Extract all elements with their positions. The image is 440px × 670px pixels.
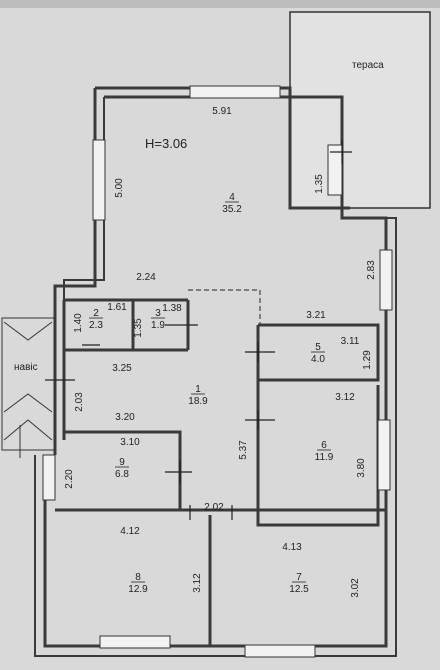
- room-area: 2.3: [89, 320, 103, 331]
- room-area: 12.5: [289, 584, 309, 595]
- canopy-symbol: [1, 317, 55, 458]
- room-number: 4: [229, 192, 235, 203]
- dimension-label: 2.83: [366, 260, 377, 280]
- room-number: 1: [195, 384, 201, 395]
- dimension-label: 5.00: [114, 178, 125, 198]
- canopy-label: навіс: [14, 362, 38, 373]
- dimension-label: 3.10: [120, 437, 140, 448]
- dimension-label: 2.03: [74, 392, 85, 412]
- dimension-label: 2.24: [136, 272, 156, 283]
- dimension-labels: 5.91 5.00 1.35 2.83 2.24 1.61 1.38 1.40 1.35 3.21…: [64, 106, 377, 598]
- dimension-label: 4.12: [120, 526, 140, 537]
- open-passage-line: [188, 289, 261, 325]
- room-area: 6.8: [115, 469, 129, 480]
- dimension-label: 1.38: [162, 303, 182, 314]
- room-number: 5: [315, 342, 321, 353]
- room-area: 12.9: [128, 584, 148, 595]
- dimension-label: 1.35: [133, 318, 144, 338]
- height-label: H=3.06: [145, 136, 187, 151]
- dimension-label: 5.91: [212, 106, 232, 117]
- room-number: 3: [155, 308, 161, 319]
- room-area: 18.9: [188, 396, 208, 407]
- dimension-label: 1.40: [73, 313, 84, 333]
- room-number: 2: [93, 308, 99, 319]
- room-labels: 118.9 22.3 31.9 435.2 54.0 611.9 712.5 812.9 96.…: [89, 192, 334, 595]
- dimension-label: 3.11: [341, 336, 360, 347]
- terrace-label: тераса: [352, 60, 384, 71]
- dimension-label: 4.13: [282, 542, 302, 553]
- dimension-label: 3.12: [335, 392, 355, 403]
- dimension-label: 5.37: [238, 440, 249, 460]
- dimension-label: 1.35: [314, 174, 325, 194]
- dimension-label: 1.61: [107, 302, 127, 313]
- room-number: 7: [296, 572, 302, 583]
- room-number: 6: [321, 440, 327, 451]
- windows: [42, 85, 393, 658]
- room-area: 35.2: [222, 204, 242, 215]
- paper-edge: [0, 0, 440, 8]
- room-area: 1.9: [151, 320, 165, 331]
- dimension-label: 2.20: [64, 469, 75, 489]
- door-marks: [45, 140, 352, 520]
- terrace: [289, 11, 431, 209]
- dimension-label: 1.29: [362, 350, 373, 370]
- dimension-label: 3.12: [192, 573, 203, 593]
- dimension-label: 3.21: [306, 310, 326, 321]
- room-area: 11.9: [315, 452, 334, 463]
- room-area: 4.0: [311, 354, 325, 365]
- room-number: 8: [135, 572, 141, 583]
- dimension-label: 3.80: [356, 458, 367, 478]
- room-number: 9: [119, 457, 125, 468]
- dimension-label: 3.02: [350, 578, 361, 598]
- dimension-label: 3.20: [115, 412, 135, 423]
- dimension-label: 2.02: [204, 502, 224, 513]
- dimension-label: 3.25: [112, 363, 132, 374]
